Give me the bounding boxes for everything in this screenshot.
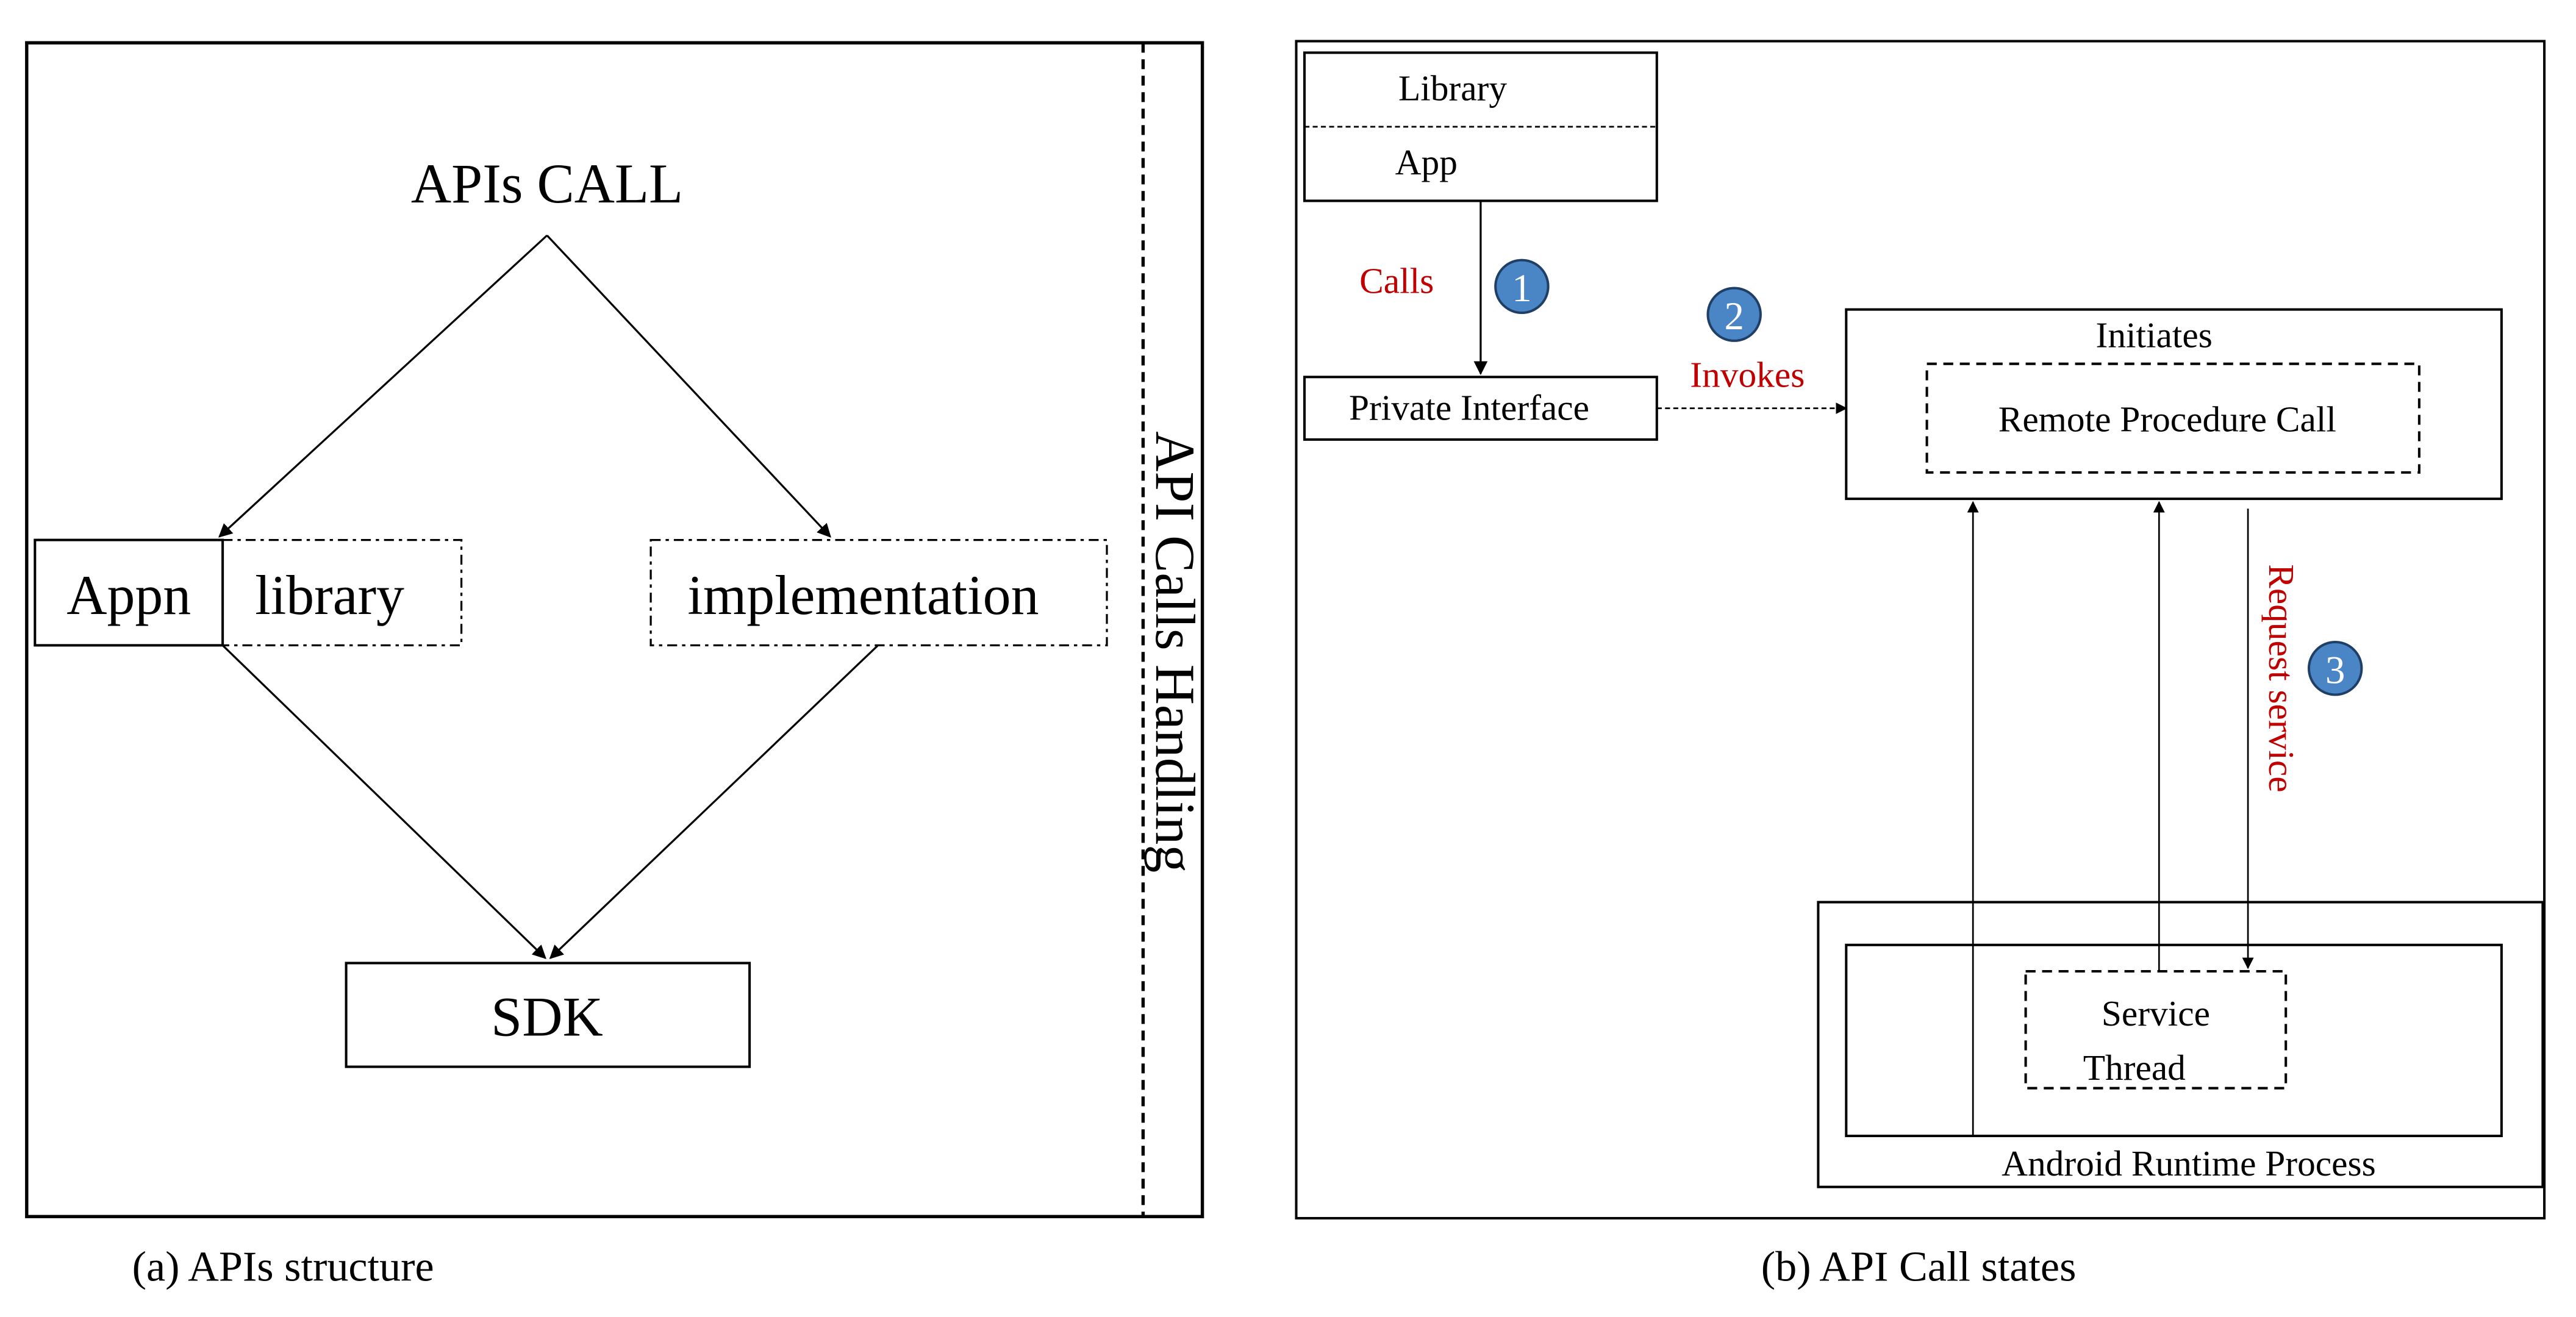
appn-box (34, 538, 224, 647)
badge-2-icon (1706, 287, 1762, 342)
rpc-box (1925, 362, 2420, 474)
badge-3-number: 3 (2325, 649, 2345, 693)
runtime-outer-box (1817, 901, 2544, 1188)
panel-b: Library App Calls 1 Private Interface In… (1295, 40, 2546, 1291)
initiates-label: Initiates (2096, 315, 2213, 355)
badge-3-icon (2307, 640, 2363, 696)
implementation-box (649, 538, 1108, 647)
arrow-impl-to-sdk (549, 644, 879, 959)
library-label-b: Library (1398, 68, 1507, 109)
sdk-box (345, 962, 751, 1068)
private-interface-label: Private Interface (1349, 388, 1589, 428)
invokes-label: Invokes (1690, 355, 1805, 395)
apis-call-label: APIs CALL (411, 152, 683, 215)
rpc-label: Remote Procedure Call (1998, 399, 2336, 439)
app-label-b: App (1395, 142, 1458, 182)
library-label: library (255, 564, 404, 626)
library-box (221, 538, 463, 647)
sdk-label: SDK (491, 985, 603, 1048)
panel-a: APIs CALL Appn library implementation SD… (25, 41, 1206, 1291)
runtime-inner-box (1845, 943, 2503, 1138)
appn-label: Appn (66, 564, 191, 626)
panel-b-caption: (b) API Call states (1761, 1243, 2077, 1291)
badge-1-number: 1 (1512, 266, 1531, 310)
service-label: Service (2102, 993, 2210, 1033)
badge-2-number: 2 (1724, 294, 1744, 338)
badge-1-icon (1494, 259, 1550, 315)
implementation-label: implementation (687, 564, 1039, 626)
calls-label: Calls (1359, 261, 1434, 301)
service-thread-box (2024, 969, 2288, 1090)
api-calls-handling-label: API Calls Handling (1144, 431, 1206, 873)
arrow-appn-to-sdk (221, 644, 546, 959)
panel-b-frame (1295, 40, 2546, 1220)
arrow-to-library (218, 234, 548, 538)
panel-a-frame (25, 41, 1204, 1218)
request-service-label: Request service (2261, 564, 2302, 792)
runtime-label: Android Runtime Process (2002, 1143, 2376, 1183)
arrow-to-implementation (546, 234, 831, 538)
panel-a-caption: (a) APIs structure (132, 1243, 434, 1291)
thread-label: Thread (2083, 1048, 2186, 1088)
initiates-box (1845, 308, 2503, 501)
